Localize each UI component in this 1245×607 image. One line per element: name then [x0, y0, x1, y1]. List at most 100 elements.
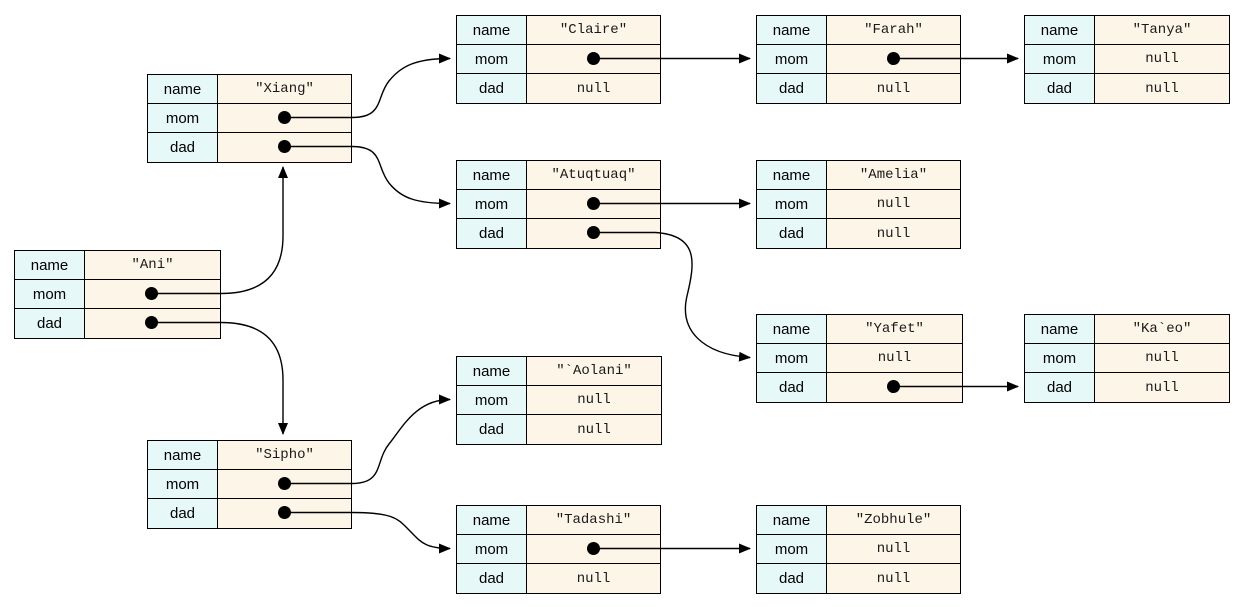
row-dad: dad [457, 219, 660, 248]
field-label-dad: dad [457, 219, 527, 248]
field-label-mom: mom [757, 190, 827, 218]
row-name: name"Ani" [15, 251, 220, 280]
row-name: name"Amelia" [757, 161, 960, 190]
dad-null-value: null [527, 74, 660, 103]
pointer-arrow-atuqtuaq.dad-to-yafet [593, 231, 751, 362]
name-value: "Claire" [527, 16, 660, 44]
field-label-dad: dad [148, 133, 218, 162]
field-label-mom: mom [148, 104, 218, 132]
row-name: name"Atuqtuaq" [457, 161, 660, 190]
dad-null-value: null [1095, 373, 1229, 402]
row-mom: mom [457, 535, 660, 564]
mom-pointer-cell [218, 104, 351, 132]
row-name: name"Ka`eo" [1025, 315, 1229, 344]
field-label-mom: mom [1025, 344, 1095, 372]
name-value: "Tadashi" [527, 506, 660, 534]
row-name: name"Zobhule" [757, 506, 960, 535]
row-mom: mom [15, 280, 220, 309]
field-label-dad: dad [757, 373, 827, 402]
dad-pointer-cell [85, 309, 220, 338]
name-value: "Zobhule" [827, 506, 960, 534]
field-label-name: name [757, 315, 827, 343]
row-name: name"Claire" [457, 16, 660, 45]
mom-null-value: null [1095, 344, 1229, 372]
row-name: name"Yafet" [757, 315, 962, 344]
field-label-dad: dad [148, 499, 218, 528]
row-name: name"Sipho" [148, 441, 351, 470]
field-label-mom: mom [457, 45, 527, 73]
field-label-mom: mom [757, 45, 827, 73]
field-label-name: name [1025, 16, 1095, 44]
mom-pointer-cell [527, 535, 660, 563]
field-label-mom: mom [148, 470, 218, 498]
field-label-mom: mom [457, 190, 527, 218]
field-label-name: name [757, 16, 827, 44]
row-name: name"Farah" [757, 16, 960, 45]
mom-pointer-cell [527, 190, 660, 218]
name-value: "Ka`eo" [1095, 315, 1229, 343]
name-value: "Yafet" [827, 315, 962, 343]
field-label-dad: dad [457, 74, 527, 103]
mom-null-value: null [827, 190, 960, 218]
dad-null-value: null [827, 74, 960, 103]
field-label-name: name [757, 506, 827, 534]
dad-null-value: null [1095, 74, 1229, 103]
field-label-mom: mom [1025, 45, 1095, 73]
field-label-dad: dad [757, 219, 827, 248]
field-label-mom: mom [457, 386, 527, 414]
row-name: name"Tadashi" [457, 506, 660, 535]
field-label-name: name [457, 16, 527, 44]
field-label-name: name [757, 161, 827, 189]
name-value: "Xiang" [218, 75, 351, 103]
field-label-name: name [148, 75, 218, 103]
name-value: "Atuqtuaq" [527, 161, 660, 189]
field-label-dad: dad [457, 415, 527, 444]
row-name: name"Tanya" [1025, 16, 1229, 45]
field-label-dad: dad [15, 309, 85, 338]
row-dad: dad [15, 309, 220, 338]
name-value: "Amelia" [827, 161, 960, 189]
row-dad: dad [148, 499, 351, 528]
mom-pointer-cell [218, 470, 351, 498]
field-label-name: name [457, 357, 527, 385]
dad-null-value: null [527, 415, 661, 444]
field-label-dad: dad [457, 564, 527, 593]
mom-null-value: null [827, 535, 960, 563]
name-value: "Ani" [85, 251, 220, 279]
field-label-dad: dad [757, 74, 827, 103]
mom-pointer-cell [527, 45, 660, 73]
field-label-name: name [457, 161, 527, 189]
field-label-mom: mom [15, 280, 85, 308]
field-label-name: name [1025, 315, 1095, 343]
field-label-mom: mom [457, 535, 527, 563]
mom-pointer-cell [85, 280, 220, 308]
field-label-name: name [148, 441, 218, 469]
field-label-mom: mom [757, 535, 827, 563]
dad-null-value: null [827, 219, 960, 248]
row-mom: mom [457, 45, 660, 74]
field-label-mom: mom [757, 344, 827, 372]
name-value: "Sipho" [218, 441, 351, 469]
